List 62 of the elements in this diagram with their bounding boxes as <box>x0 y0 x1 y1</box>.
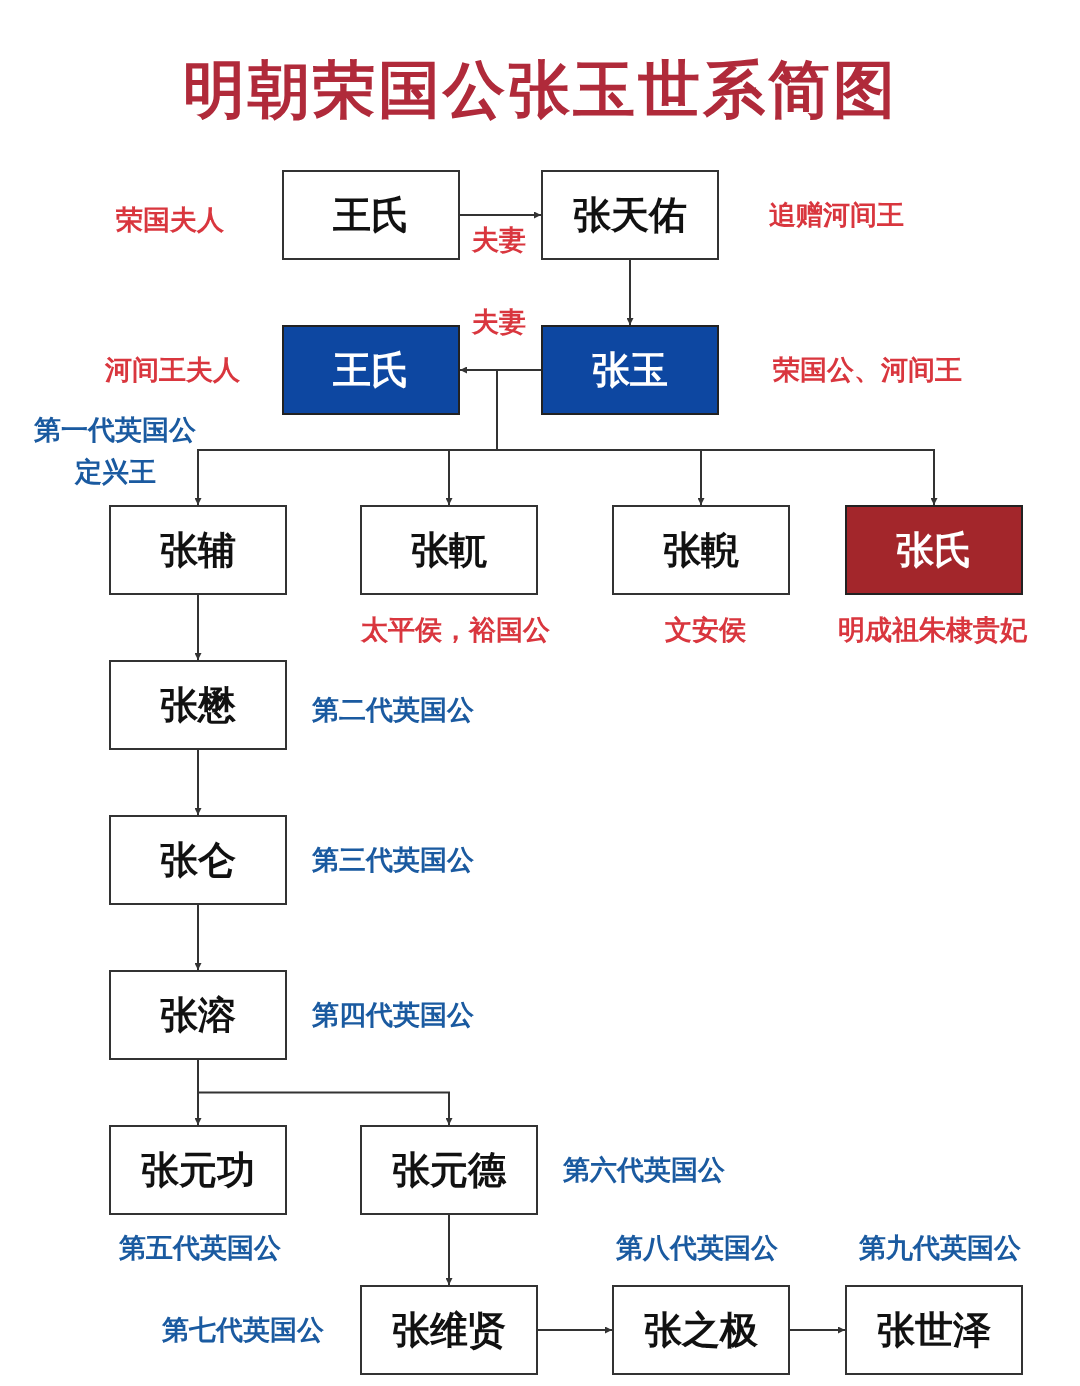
person-box <box>360 1285 538 1375</box>
name-text: 张軏 <box>411 526 487 574</box>
title-note: 河间王夫人 <box>104 353 240 387</box>
arrow <box>194 749 202 816</box>
name-text: 张玉 <box>592 346 668 394</box>
person-box <box>109 660 287 750</box>
person-box <box>360 505 538 595</box>
title-note: 第六代英国公 <box>563 1153 725 1187</box>
arrow <box>626 259 634 326</box>
arrow <box>537 1326 613 1334</box>
title-note: 第九代英国公 <box>859 1231 1021 1265</box>
name-text: 张天佑 <box>573 191 687 239</box>
name-text: 张懋 <box>160 681 236 729</box>
name-text: 张氏 <box>896 526 972 574</box>
person-box <box>282 170 460 260</box>
title-note: 第三代英国公 <box>312 843 474 877</box>
title-note: 第五代英国公 <box>119 1231 281 1265</box>
name-text: 张溶 <box>160 991 236 1039</box>
edge-label: 夫妻 <box>472 305 526 339</box>
arrow <box>194 904 202 971</box>
arrow <box>789 1326 846 1334</box>
edge-label: 夫妻 <box>472 223 526 257</box>
person-box <box>612 1285 790 1375</box>
title-note: 明成祖朱棣贵妃 <box>837 613 1027 647</box>
name-text: 张元德 <box>392 1146 506 1194</box>
title-note: 文安侯 <box>664 613 746 647</box>
person-box <box>612 505 790 595</box>
person-box <box>360 1125 538 1215</box>
title-note: 第七代英国公 <box>162 1313 324 1347</box>
title-note: 追赠河间王 <box>768 198 904 232</box>
title-note: 荣国夫人 <box>116 203 224 237</box>
arrow <box>194 594 202 661</box>
title-note: 荣国公、河间王 <box>772 353 962 387</box>
name-text: 张世泽 <box>877 1306 991 1354</box>
person-box <box>109 505 287 595</box>
person-box <box>109 815 287 905</box>
arrow <box>197 1059 453 1126</box>
name-text: 张之极 <box>644 1306 758 1354</box>
name-text: 张輗 <box>663 526 739 574</box>
name-text: 张仑 <box>160 836 236 884</box>
title-note: 太平侯，裕国公 <box>360 613 550 647</box>
person-box <box>109 970 287 1060</box>
title: 明朝荣国公张玉世系简图 <box>181 52 899 128</box>
person-box <box>282 325 460 415</box>
title-note: 第八代英国公 <box>616 1231 778 1265</box>
name-text: 王氏 <box>333 191 409 239</box>
person-box <box>541 325 719 415</box>
arrow <box>445 1214 453 1286</box>
name-text: 张维贤 <box>392 1306 506 1354</box>
arrow <box>459 211 542 219</box>
title-note: 第二代英国公 <box>312 693 474 727</box>
name-text: 王氏 <box>333 346 409 394</box>
name-text: 张元功 <box>141 1146 255 1194</box>
name-text: 张辅 <box>160 526 236 574</box>
title-note: 第四代英国公 <box>312 998 474 1032</box>
person-box <box>845 1285 1023 1375</box>
title-note: 第一代英国公 <box>34 413 196 447</box>
person-box <box>109 1125 287 1215</box>
arrow <box>496 369 938 506</box>
person-box <box>541 170 719 260</box>
person-box <box>845 505 1023 595</box>
title-note: 定兴王 <box>74 455 156 489</box>
